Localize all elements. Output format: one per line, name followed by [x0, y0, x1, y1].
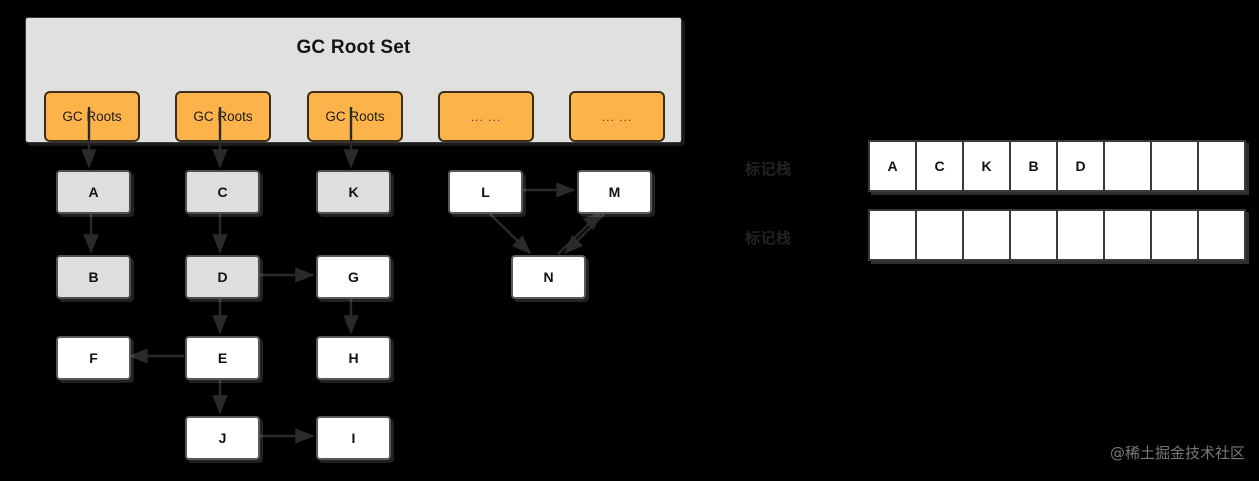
mark-cell[interactable] — [1199, 142, 1244, 190]
node-N[interactable]: N — [511, 255, 586, 299]
gc-roots-box-1[interactable]: GC Roots — [44, 91, 140, 142]
node-F-label: F — [89, 350, 98, 366]
mark-cell[interactable] — [1199, 211, 1244, 259]
gc-roots-box-3[interactable]: GC Roots — [307, 91, 403, 142]
node-G[interactable]: G — [316, 255, 391, 299]
node-I[interactable]: I — [316, 416, 391, 460]
mark-cell[interactable] — [917, 211, 964, 259]
node-C-label: C — [217, 184, 228, 200]
node-I-label: I — [351, 430, 356, 446]
edge-N-M — [557, 210, 603, 255]
node-L-label: L — [481, 184, 490, 200]
node-F[interactable]: F — [56, 336, 131, 380]
mark-cell[interactable]: K — [964, 142, 1011, 190]
gc-roots-box-ellipsis-1[interactable]: ... ... — [438, 91, 534, 142]
gc-roots-box-ellipsis-2[interactable]: ... ... — [569, 91, 665, 142]
mark-array-bottom-label: 标记栈 — [745, 230, 792, 247]
node-N-label: N — [543, 269, 554, 285]
node-H-label: H — [348, 350, 359, 366]
node-G-label: G — [348, 269, 359, 285]
gc-root-set-title: GC Root Set — [296, 37, 411, 58]
node-A-label: A — [88, 184, 99, 200]
node-L[interactable]: L — [448, 170, 523, 214]
mark-cell[interactable] — [1105, 211, 1152, 259]
node-J-label: J — [218, 430, 227, 446]
node-B-label: B — [88, 269, 99, 285]
node-C[interactable]: C — [185, 170, 260, 214]
edge-L-N — [486, 210, 532, 255]
node-E-label: E — [217, 350, 228, 366]
node-K-label: K — [348, 184, 359, 200]
mark-cell[interactable] — [1152, 211, 1199, 259]
mark-array-bottom[interactable] — [868, 209, 1246, 261]
mark-array-top-label: 标记栈 — [745, 161, 792, 178]
mark-cell[interactable] — [1011, 211, 1058, 259]
mark-cell[interactable]: D — [1058, 142, 1105, 190]
gc-roots-box-2[interactable]: GC Roots — [175, 91, 271, 142]
node-D[interactable]: D — [185, 255, 260, 299]
gc-root-set-container: GC Root Set GC Roots GC Roots GC Roots .… — [25, 17, 682, 143]
mark-cell[interactable] — [870, 211, 917, 259]
node-M-label: M — [608, 184, 621, 200]
edge-M-N — [563, 210, 608, 255]
mark-cell[interactable]: A — [870, 142, 917, 190]
node-E[interactable]: E — [185, 336, 260, 380]
node-K[interactable]: K — [316, 170, 391, 214]
mark-cell[interactable] — [964, 211, 1011, 259]
watermark: @稀土掘金技术社区 — [1109, 444, 1245, 462]
mark-array-top[interactable]: A C K B D — [868, 140, 1246, 192]
mark-cell[interactable]: C — [917, 142, 964, 190]
mark-cell[interactable] — [1105, 142, 1152, 190]
node-D-label: D — [217, 269, 228, 285]
node-J[interactable]: J — [185, 416, 260, 460]
node-M[interactable]: M — [577, 170, 652, 214]
node-B[interactable]: B — [56, 255, 131, 299]
mark-cell[interactable] — [1152, 142, 1199, 190]
node-A[interactable]: A — [56, 170, 131, 214]
node-H[interactable]: H — [316, 336, 391, 380]
mark-cell[interactable] — [1058, 211, 1105, 259]
mark-cell[interactable]: B — [1011, 142, 1058, 190]
